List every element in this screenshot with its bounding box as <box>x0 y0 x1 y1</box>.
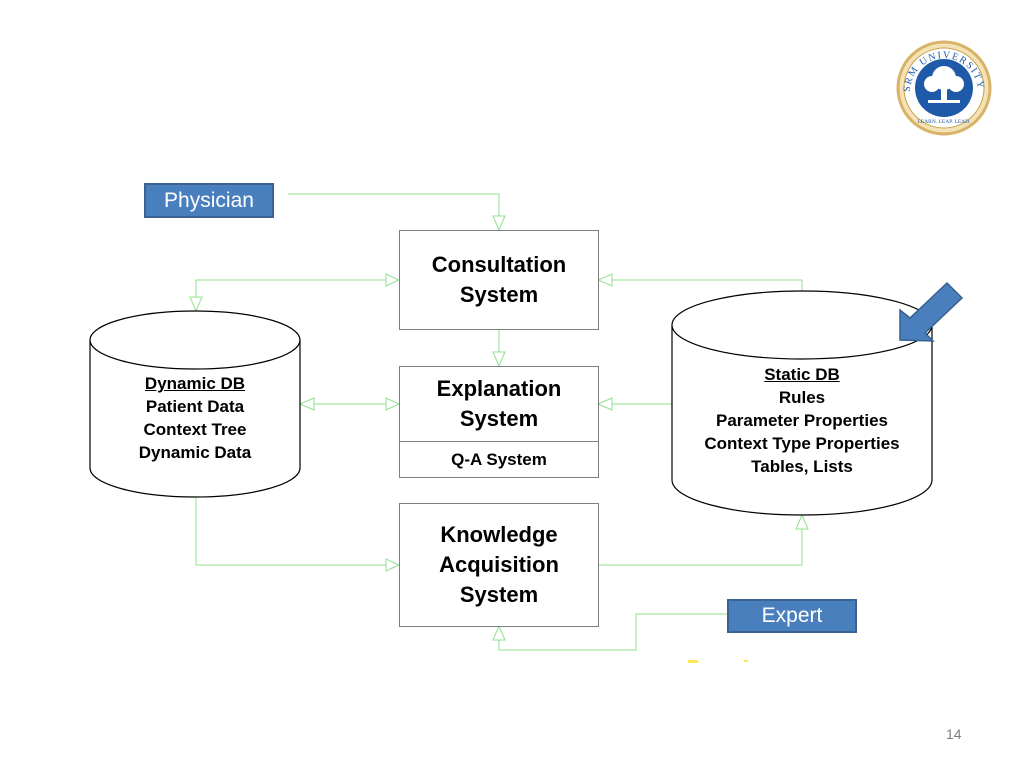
explanation-system-box: Explanation System Q-A System <box>399 366 599 478</box>
page-number: 14 <box>946 726 962 742</box>
static-db-line: Tables, Lists <box>751 457 853 476</box>
dynamic-db-title: Dynamic DB <box>144 374 246 393</box>
arrowhead <box>492 215 506 232</box>
connector-expert-knowledge <box>498 613 727 651</box>
connector-consultation-dynamic <box>195 279 399 311</box>
yellow-mark <box>688 660 698 663</box>
yellow-mark <box>744 660 748 662</box>
knowledge-line: System <box>459 582 539 607</box>
arrowhead <box>596 397 613 411</box>
connector-physician-consultation <box>288 193 500 230</box>
arrowhead <box>189 296 203 313</box>
qa-system-label: Q-A System <box>400 441 598 478</box>
static-db-cylinder <box>671 290 933 516</box>
consultation-line: System <box>459 282 539 307</box>
static-db-line: Context Type Properties <box>704 434 900 453</box>
dynamic-db-cylinder <box>89 310 301 498</box>
dynamic-db-line: Patient Data <box>145 397 245 416</box>
expert-label: Expert <box>727 599 857 633</box>
pointer-arrow-icon <box>899 281 964 342</box>
physician-label: Physician <box>144 183 274 218</box>
connector-static-consultation <box>598 279 803 293</box>
logo-motto: LEARN. LEAP. LEAD. <box>917 119 971 125</box>
static-db-line: Rules <box>778 388 826 407</box>
arrowhead <box>795 513 809 530</box>
connector-knowledge-static <box>598 515 803 566</box>
dynamic-db-line: Dynamic Data <box>138 443 252 462</box>
arrowhead <box>492 624 506 641</box>
static-db-title: Static DB <box>764 365 840 384</box>
connector-dynamic-knowledge <box>195 498 399 566</box>
explanation-title: Explanation System <box>400 367 598 441</box>
arrowhead <box>492 351 506 368</box>
knowledge-line: Knowledge <box>440 522 558 547</box>
consultation-system-box: Consultation System <box>399 230 599 330</box>
arrowhead <box>385 273 401 287</box>
explanation-line: System <box>459 406 539 431</box>
static-db-text: Static DB Rules Parameter Properties Con… <box>672 363 932 478</box>
knowledge-line: Acquisition <box>439 552 559 577</box>
arrowhead <box>596 273 613 287</box>
university-logo-icon: SRM UNIVERSITY LEARN. LEAP. LEAD. <box>896 40 992 136</box>
arrowhead <box>298 397 315 411</box>
arrowhead <box>385 397 401 411</box>
dynamic-db-text: Dynamic DB Patient Data Context Tree Dyn… <box>95 372 295 464</box>
arrowhead <box>385 558 401 572</box>
explanation-line: Explanation <box>436 376 562 401</box>
dynamic-db-line: Context Tree <box>143 420 247 439</box>
knowledge-acquisition-box: Knowledge Acquisition System <box>399 503 599 627</box>
static-db-line: Parameter Properties <box>716 411 888 430</box>
consultation-line: Consultation <box>431 252 567 277</box>
